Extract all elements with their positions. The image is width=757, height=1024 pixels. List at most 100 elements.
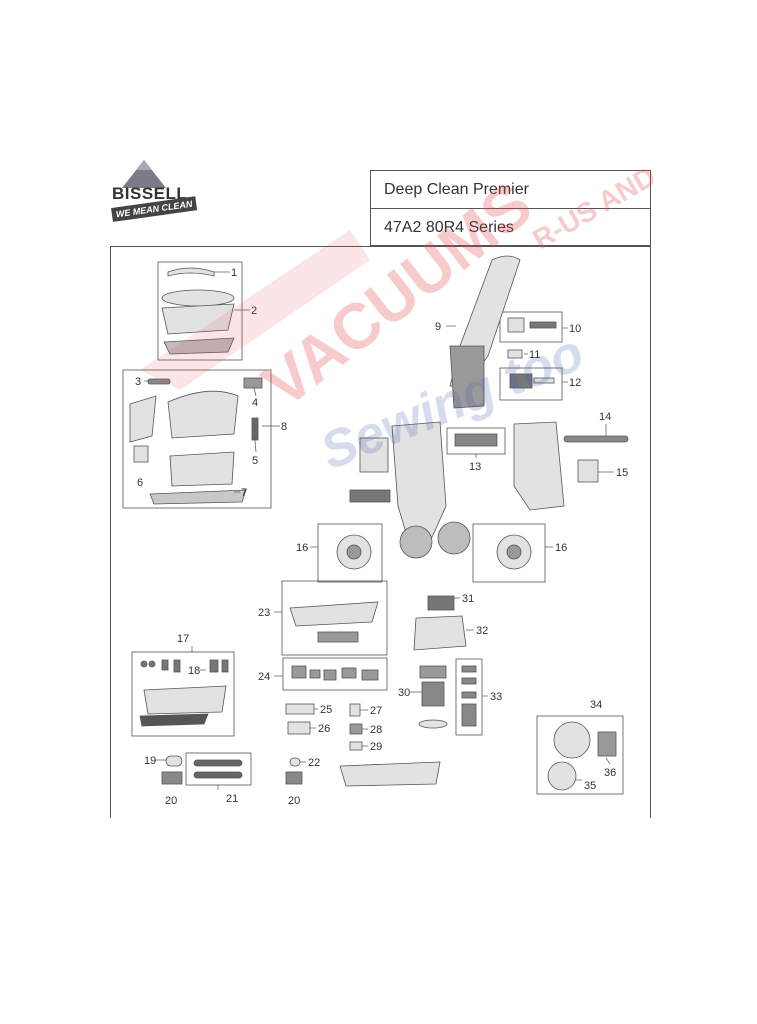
callout-28: 28	[370, 724, 382, 736]
callout-2: 2	[251, 305, 257, 317]
callout-16-right: 16	[555, 542, 567, 554]
model-name: Deep Clean Premier	[371, 171, 650, 209]
box-34	[536, 715, 624, 795]
part-frame-cover	[359, 437, 389, 473]
callout-36: 36	[604, 767, 616, 779]
callout-10: 10	[569, 323, 581, 335]
bissell-logo: BISSELL WE MEAN CLEAN	[111, 158, 198, 238]
part-27	[349, 703, 361, 717]
parts	[129, 255, 629, 791]
callout-21: 21	[226, 793, 238, 805]
callout-30: 30	[398, 687, 410, 699]
part-tank-side	[129, 395, 157, 443]
box-12	[499, 367, 563, 401]
callout-4: 4	[252, 397, 258, 409]
part-6	[133, 445, 149, 463]
callout-12: 12	[569, 377, 581, 389]
part-20-left	[161, 771, 183, 785]
box-tank	[122, 369, 272, 509]
leader-lines	[144, 271, 614, 790]
part-handle-1	[167, 267, 215, 277]
part-32	[413, 615, 467, 651]
part-15	[577, 459, 599, 483]
box-24	[282, 657, 388, 691]
box-21	[185, 752, 252, 786]
callout-14: 14	[599, 411, 611, 423]
box-23	[281, 580, 388, 656]
part-frame-filter	[349, 489, 391, 503]
diagram-frame	[110, 246, 651, 818]
callout-32: 32	[476, 625, 488, 637]
callout-19: 19	[144, 755, 156, 767]
parts-diagram: 1 2 3 4 8 5 6 7 9 10 11 12 13 14 15 16 1…	[110, 246, 651, 818]
part-34	[553, 721, 591, 759]
title-box: Deep Clean Premier 47A2 80R4 Series	[370, 170, 651, 246]
part-18-set	[140, 659, 229, 673]
part-36	[597, 731, 617, 757]
callout-11: 11	[529, 349, 540, 361]
callout-5: 5	[252, 455, 258, 467]
part-30-base	[418, 719, 448, 729]
box-17	[131, 651, 235, 737]
part-back-housing	[513, 421, 565, 511]
group-boxes	[122, 261, 624, 795]
part-5	[251, 417, 259, 441]
callout-numbers: 1 2 3 4 8 5 6 7 9 10 11 12 13 14 15 16 1…	[135, 267, 628, 807]
part-tank-main	[167, 390, 239, 439]
callout-20-left: 20	[165, 795, 177, 807]
part-30-top	[419, 665, 447, 679]
part-lid-top	[161, 289, 235, 307]
part-35	[547, 761, 577, 791]
part-12a	[509, 373, 533, 389]
part-11	[507, 349, 523, 359]
part-26	[287, 721, 311, 735]
callout-35: 35	[584, 780, 596, 792]
callout-18: 18	[188, 665, 200, 677]
callout-15: 15	[616, 467, 628, 479]
callout-24: 24	[258, 671, 270, 683]
part-33-set	[461, 665, 477, 727]
part-3	[147, 378, 171, 385]
callout-26: 26	[318, 723, 330, 735]
callout-8: 8	[281, 421, 287, 433]
callout-20-right: 20	[288, 795, 300, 807]
part-30	[421, 681, 445, 707]
callout-34: 34	[590, 699, 602, 711]
part-23-strip	[317, 631, 359, 643]
callout-1: 1	[231, 267, 237, 279]
part-29	[349, 741, 363, 751]
box-10	[499, 311, 563, 343]
part-7-tank	[169, 451, 235, 487]
callout-6: 6	[137, 477, 143, 489]
part-24-set	[291, 665, 379, 681]
box-wheel-left	[317, 523, 383, 583]
callout-13: 13	[469, 461, 481, 473]
brand-name: BISSELL	[112, 184, 188, 203]
part-10b	[529, 321, 557, 329]
part-lid-base	[163, 337, 235, 355]
box-tank-lid	[157, 261, 243, 361]
callout-16-left: 16	[296, 542, 308, 554]
box-33	[455, 658, 483, 736]
bissell-triangle-icon	[122, 160, 166, 188]
part-10a	[507, 317, 525, 333]
part-22	[289, 757, 301, 767]
part-14-hose	[563, 435, 629, 443]
callout-33: 33	[490, 691, 502, 703]
part-wheel-center-r	[437, 521, 471, 555]
callout-31: 31	[462, 593, 474, 605]
callout-23: 23	[258, 607, 270, 619]
part-4	[243, 377, 263, 389]
part-7-base	[149, 489, 247, 505]
callout-9: 9	[435, 321, 441, 333]
part-9-body	[449, 345, 485, 409]
part-28	[349, 723, 363, 735]
part-lid-body	[161, 303, 235, 335]
part-21-brushes	[193, 759, 243, 779]
part-31	[427, 595, 455, 611]
callout-17: 17	[177, 633, 189, 645]
series-name: 47A2 80R4 Series	[384, 219, 514, 236]
part-20-right	[285, 771, 303, 785]
box-wheel-right	[472, 523, 546, 583]
part-base-plate	[339, 761, 441, 787]
